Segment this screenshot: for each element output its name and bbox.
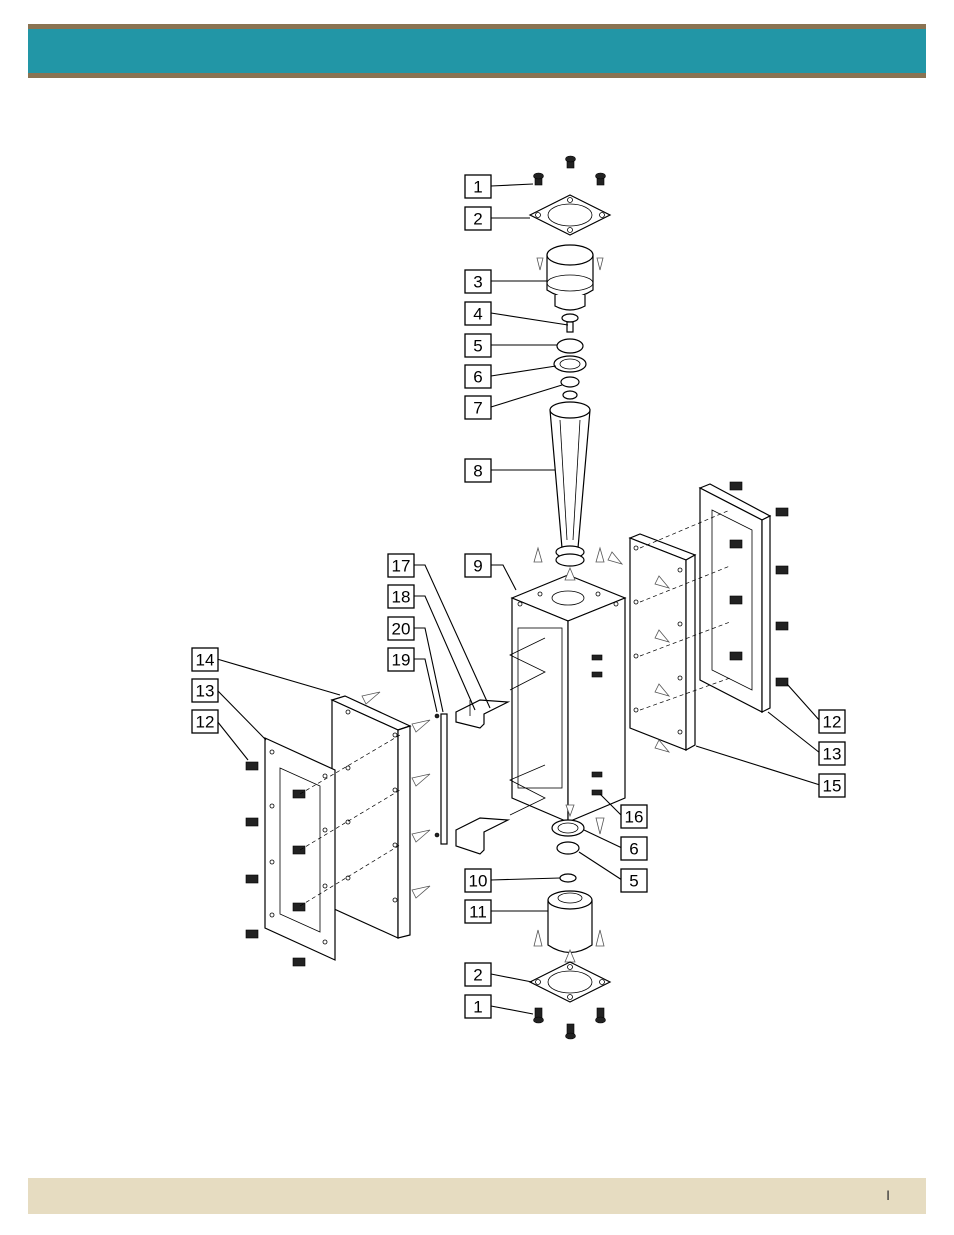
- svg-text:17: 17: [392, 557, 411, 576]
- callout-7: 7: [465, 396, 491, 419]
- callout-10: 10: [465, 869, 491, 892]
- housing-box: [512, 575, 625, 822]
- page-marker: I: [886, 1187, 890, 1203]
- washer-top: [554, 356, 586, 372]
- svg-text:6: 6: [473, 368, 482, 387]
- svg-text:1: 1: [473, 178, 482, 197]
- callout-13-left: 13: [192, 679, 218, 702]
- footer-bar: I: [28, 1178, 926, 1214]
- callout-3: 3: [465, 270, 491, 293]
- callout-11: 11: [465, 900, 491, 923]
- top-fitting: [547, 245, 593, 310]
- callout-9: 9: [465, 554, 491, 577]
- callout-19: 19: [388, 648, 414, 671]
- svg-text:3: 3: [473, 273, 482, 292]
- top-mounting-plate: [530, 195, 610, 235]
- callout-2-top: 2: [465, 207, 491, 230]
- svg-text:4: 4: [473, 305, 482, 324]
- callout-1-bottom: 1: [465, 995, 491, 1018]
- callout-1-top: 1: [465, 175, 491, 198]
- svg-text:12: 12: [196, 713, 215, 732]
- nut-bottom: [560, 874, 576, 882]
- svg-text:15: 15: [823, 777, 842, 796]
- svg-text:16: 16: [625, 808, 644, 827]
- callout-16: 16: [621, 805, 647, 828]
- svg-text:6: 6: [629, 840, 638, 859]
- svg-text:13: 13: [196, 682, 215, 701]
- svg-text:20: 20: [392, 620, 411, 639]
- callout-6-bottom: 6: [621, 837, 647, 860]
- o-ring-bottom: [557, 842, 579, 854]
- flow-tube: [550, 402, 590, 566]
- callout-5-bottom: 5: [621, 869, 647, 892]
- svg-text:12: 12: [823, 713, 842, 732]
- washer-bottom: [552, 820, 584, 836]
- right-window-panel: [630, 534, 695, 750]
- svg-text:5: 5: [629, 872, 638, 891]
- callout-13-right: 13: [819, 742, 845, 765]
- bottom-mounting-plate: [530, 962, 610, 1002]
- callout-6-top: 6: [465, 365, 491, 388]
- callout-4: 4: [465, 302, 491, 325]
- svg-text:1: 1: [473, 998, 482, 1017]
- callout-15: 15: [819, 774, 845, 797]
- svg-text:18: 18: [392, 588, 411, 607]
- svg-text:5: 5: [473, 337, 482, 356]
- small-ring: [561, 377, 579, 399]
- svg-text:2: 2: [473, 966, 482, 985]
- svg-text:13: 13: [823, 745, 842, 764]
- callout-8: 8: [465, 459, 491, 482]
- rod: [435, 714, 447, 844]
- bottom-fitting: [548, 891, 592, 953]
- svg-text:7: 7: [473, 399, 482, 418]
- svg-text:9: 9: [473, 557, 482, 576]
- svg-text:11: 11: [469, 903, 487, 922]
- callout-14: 14: [192, 648, 218, 671]
- svg-text:10: 10: [469, 872, 488, 891]
- bracket-bottom: [456, 818, 508, 854]
- callout-2-bottom: 2: [465, 963, 491, 986]
- svg-text:19: 19: [392, 651, 411, 670]
- small-seal: [562, 314, 578, 332]
- bottom-screws: [534, 1008, 606, 1039]
- left-window-panel: [332, 696, 410, 938]
- callout-5-top: 5: [465, 334, 491, 357]
- svg-text:14: 14: [196, 651, 215, 670]
- callout-12-left: 12: [192, 710, 218, 733]
- o-ring-top: [557, 339, 583, 353]
- top-screws: [534, 156, 606, 185]
- svg-text:2: 2: [473, 210, 482, 229]
- callout-20: 20: [388, 617, 414, 640]
- svg-text:8: 8: [473, 462, 482, 481]
- callout-17: 17: [388, 554, 414, 577]
- bracket-top: [456, 700, 508, 728]
- callout-18: 18: [388, 585, 414, 608]
- callout-12-right: 12: [819, 710, 845, 733]
